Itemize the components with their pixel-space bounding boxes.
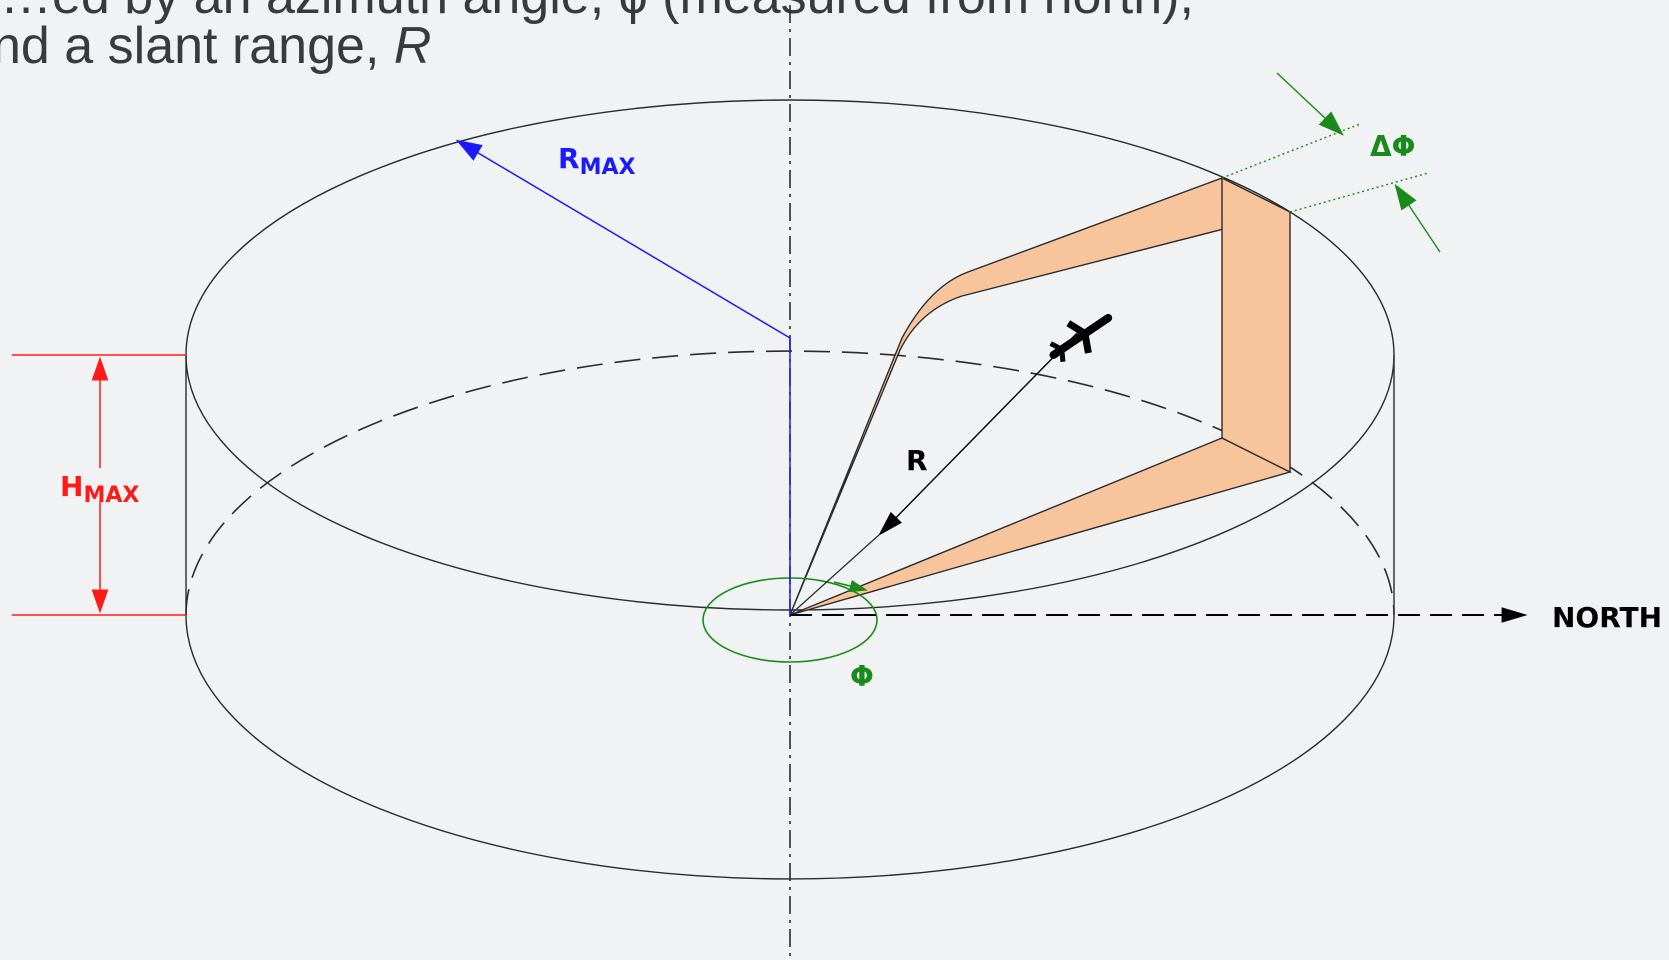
delta-phi-arrow-top — [1276, 72, 1344, 136]
rmax-label-main: R — [558, 142, 580, 175]
north-label: NORTH — [1552, 601, 1662, 634]
beam-lower-face — [789, 437, 1292, 616]
hmax-label: HMAX — [60, 470, 139, 508]
rmax-arrow — [455, 139, 791, 339]
rmax-label-sub: MAX — [580, 155, 636, 180]
aircraft-icon — [1049, 313, 1113, 363]
beam-upper-face — [789, 177, 1292, 616]
caption: …ed by an azimuth angle, ϕ (measured fro… — [0, 0, 1669, 90]
caption-variable-r: R — [393, 17, 432, 75]
delta-phi-guide-bottom — [1289, 172, 1429, 213]
slant-range-label: R — [906, 444, 928, 477]
beam-far-face — [1221, 176, 1291, 474]
slant-range-line — [878, 327, 1083, 536]
caption-line-2: nd a slant range, R — [0, 20, 431, 72]
delta-phi-label: ΔΦ — [1370, 130, 1415, 163]
radar-beam — [789, 176, 1292, 616]
hmax-label-main: H — [60, 470, 83, 503]
slant-range-base — [789, 533, 881, 616]
caption-line-1: …ed by an azimuth angle, ϕ (measured fro… — [0, 0, 1194, 22]
bottom-ellipse-front — [185, 614, 1395, 880]
caption-line-2-text: nd a slant range, — [0, 17, 380, 75]
rmax-label: RMAX — [558, 142, 635, 180]
azimuth-arrow — [833, 579, 868, 593]
hmax-label-sub: MAX — [83, 483, 139, 508]
azimuth-label: Φ — [850, 660, 874, 693]
delta-phi-arrow-bottom — [1394, 183, 1441, 253]
